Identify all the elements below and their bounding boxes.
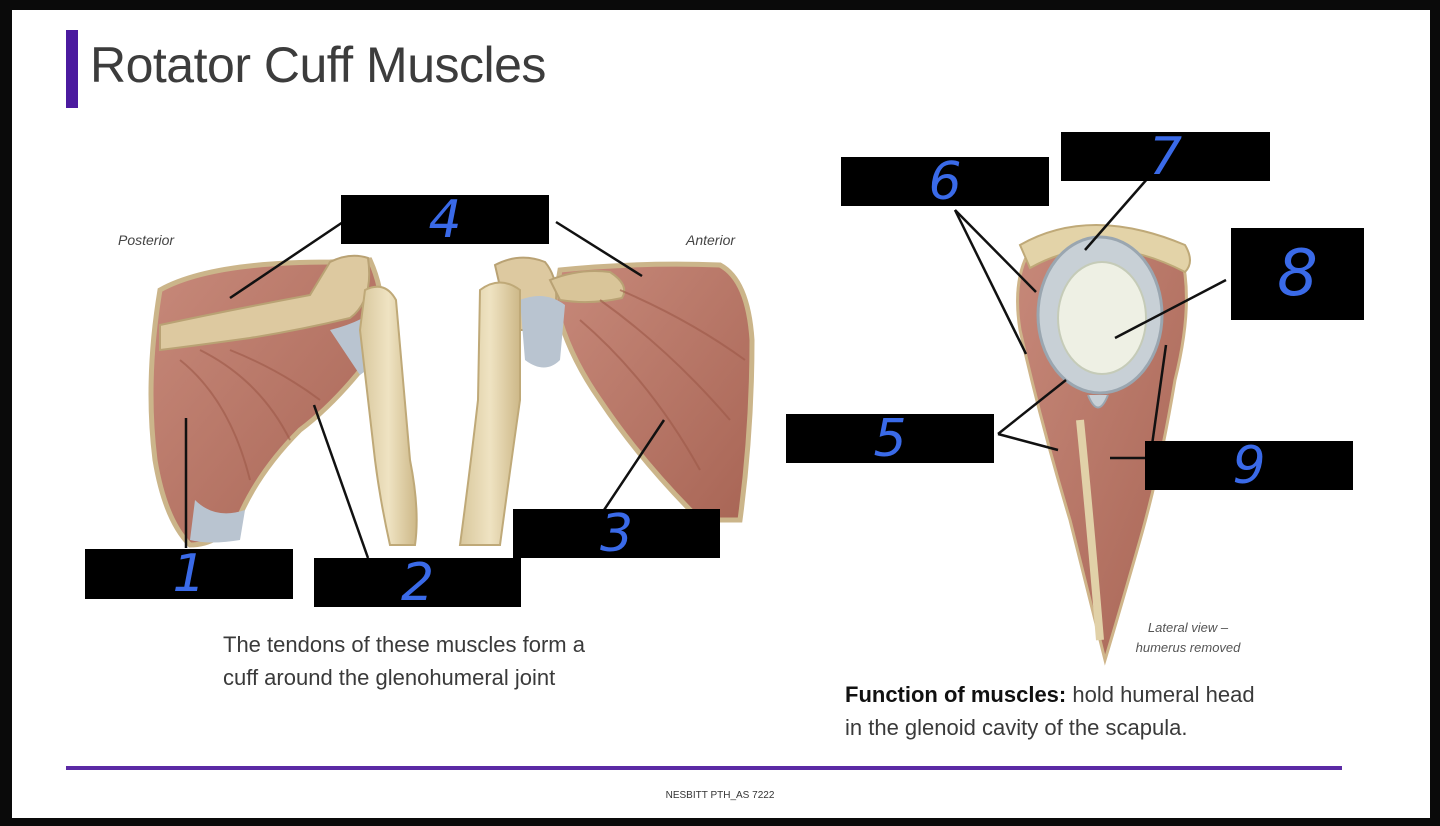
label-box-6: 6 bbox=[841, 151, 1049, 212]
posterior-label: Posterior bbox=[118, 232, 175, 248]
lateral-scapula-illustration bbox=[1016, 224, 1191, 666]
label-box-7: 7 bbox=[1061, 126, 1270, 187]
label-number-4: 4 bbox=[428, 189, 462, 250]
label-number-8: 8 bbox=[1277, 237, 1318, 311]
caption-tendons-line-2: cuff around the glenohumeral joint bbox=[223, 665, 556, 690]
function-line-1-rest: hold humeral head bbox=[1066, 682, 1255, 707]
anterior-label: Anterior bbox=[686, 232, 736, 248]
caption-function-line-2: in the glenoid cavity of the scapula. bbox=[845, 715, 1188, 740]
caption-function: Function of muscles: hold humeral head i… bbox=[845, 678, 1255, 744]
caption-tendons: The tendons of these muscles form a cuff… bbox=[223, 628, 585, 694]
label-number-7: 7 bbox=[1148, 126, 1183, 187]
posterior-shoulder-illustration bbox=[148, 254, 418, 548]
label-box-3: 3 bbox=[513, 503, 720, 564]
label-box-9: 9 bbox=[1145, 435, 1353, 496]
caption-function-line-1: Function of muscles: hold humeral head bbox=[845, 678, 1255, 711]
label-number-9: 9 bbox=[1232, 435, 1266, 496]
caption-tendons-line-1: The tendons of these muscles form a bbox=[223, 632, 585, 657]
function-heading: Function of muscles: bbox=[845, 682, 1067, 707]
label-box-2: 2 bbox=[314, 552, 521, 613]
label-box-8: 8 bbox=[1231, 228, 1364, 320]
label-number-6: 6 bbox=[928, 151, 962, 212]
title-accent-bar bbox=[66, 30, 78, 108]
label-box-4: 4 bbox=[341, 189, 549, 250]
slide-title: Rotator Cuff Muscles bbox=[90, 37, 546, 93]
lateral-view-line-1: Lateral view – bbox=[1147, 620, 1229, 635]
label-number-3: 3 bbox=[599, 503, 634, 564]
label-number-2: 2 bbox=[400, 552, 435, 613]
footer-text: NESBITT PTH_AS 7222 bbox=[665, 790, 775, 801]
leader-lines bbox=[184, 177, 1227, 559]
anterior-shoulder-illustration bbox=[458, 256, 755, 546]
label-number-5: 5 bbox=[873, 408, 907, 469]
label-number-1: 1 bbox=[172, 544, 206, 604]
lateral-view-label: Lateral view – humerus removed bbox=[1118, 618, 1258, 658]
label-box-1: 1 bbox=[85, 544, 293, 604]
label-box-5: 5 bbox=[786, 408, 994, 469]
lateral-view-line-2: humerus removed bbox=[1135, 640, 1241, 655]
footer-divider bbox=[66, 766, 1342, 770]
